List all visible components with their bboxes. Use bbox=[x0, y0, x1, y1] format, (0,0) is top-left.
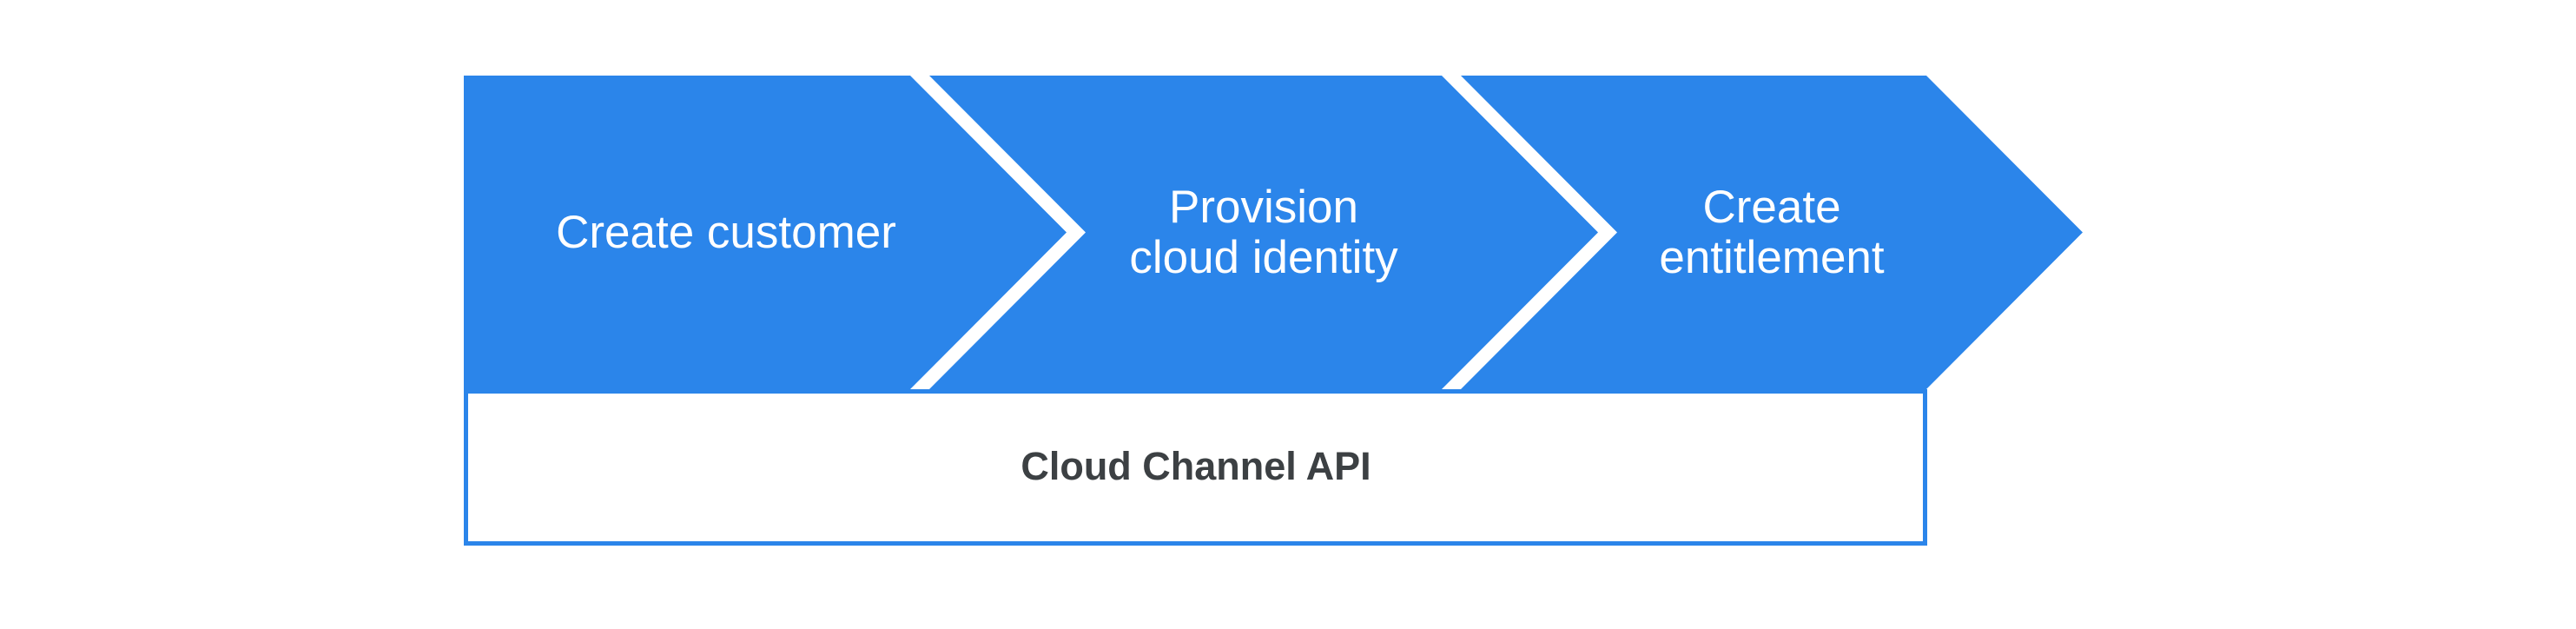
arrow-step-3 bbox=[1461, 76, 2083, 389]
step-label-create-entitlement: Create entitlement bbox=[1659, 182, 1885, 283]
api-box-label: Cloud Channel API bbox=[1020, 444, 1371, 488]
arrow-step-1 bbox=[464, 76, 1067, 389]
api-box bbox=[464, 389, 1927, 546]
arrow-step-2 bbox=[929, 76, 1598, 389]
step-label-provision-cloud-identity: Provision cloud identity bbox=[1129, 182, 1398, 283]
step-label-create-customer: Create customer bbox=[556, 207, 896, 258]
